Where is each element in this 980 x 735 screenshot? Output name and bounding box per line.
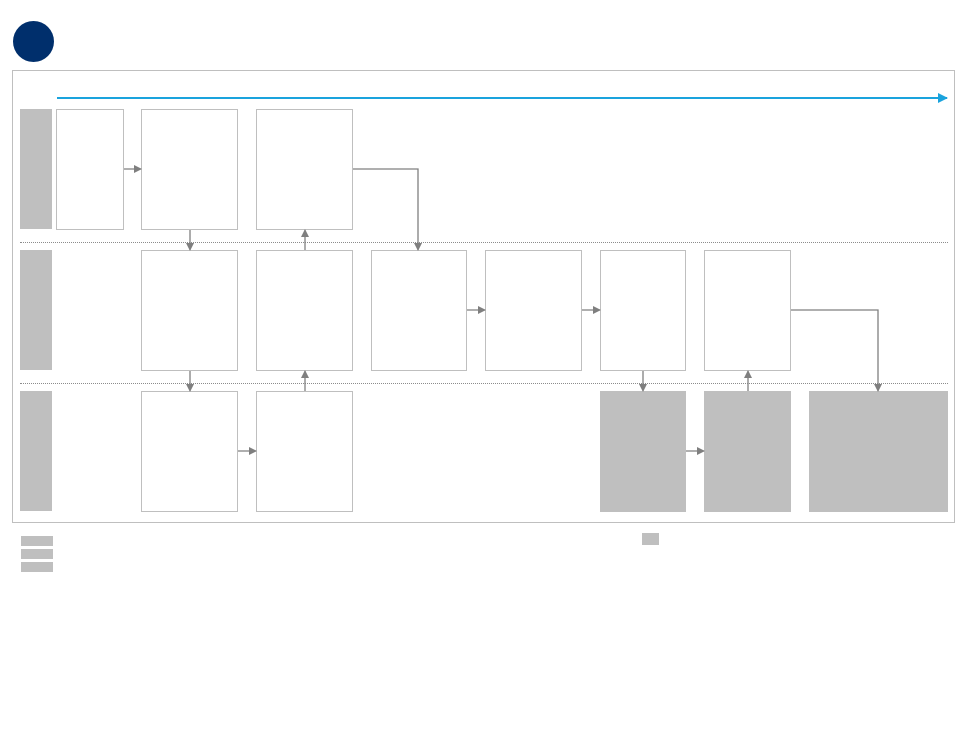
process-step-box [256,109,353,230]
process-step-box [704,250,791,371]
process-step-box [485,250,582,371]
legend-swatch [642,533,659,545]
swimlane-label-2 [20,250,52,370]
swimlane-label-1 [20,109,52,229]
lane-divider [20,242,948,243]
swimlane-label-3 [20,391,52,511]
process-step-box [141,109,238,230]
legend-swatch [21,536,53,546]
legend-swatch [21,562,53,572]
process-step-box [600,250,686,371]
process-step-box [256,250,353,371]
process-step-box [56,109,124,230]
connector-arrow [353,168,422,251]
legend-swatch [21,549,53,559]
process-step-box-highlighted [809,391,948,512]
process-step-box [256,391,353,512]
connector-arrow [791,309,882,392]
brand-circle-icon [13,21,54,62]
lane-divider [20,383,948,384]
process-diagram-frame [12,70,955,523]
